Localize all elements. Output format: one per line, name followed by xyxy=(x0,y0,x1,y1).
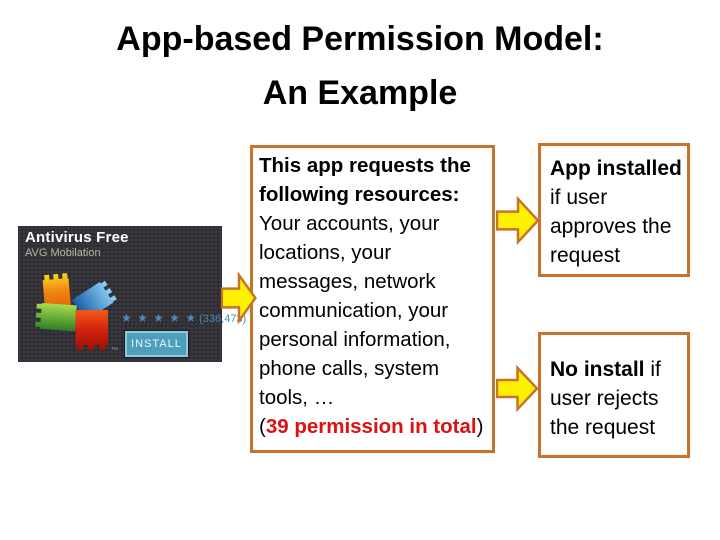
title-line-1: App-based Permission Model: xyxy=(116,20,604,58)
reject-bold: No install xyxy=(550,358,645,381)
text-line: locations, your xyxy=(259,241,392,264)
rating-count: (336,473) xyxy=(199,313,247,325)
approve-outcome-box: App installed if user approves the reque… xyxy=(538,143,690,277)
text-line: the request xyxy=(550,416,656,439)
text-line: No install if xyxy=(550,355,687,384)
app-store-screenshot: Antivirus Free AVG Mobilation xyxy=(18,226,246,362)
text-line: tools, … xyxy=(259,386,335,409)
paren-open: ( xyxy=(259,415,266,438)
star-rating-icon: ★ ★ ★ ★ ★ xyxy=(121,311,198,325)
trademark: ™ xyxy=(111,347,118,354)
paren-close: ) xyxy=(476,415,484,438)
right-arrow-icon xyxy=(221,272,257,324)
text-line: user rejects xyxy=(550,387,659,410)
text-line: request xyxy=(550,244,621,267)
permission-total-line: (39 permission in total) xyxy=(259,412,492,441)
text-line: personal information, xyxy=(259,328,451,351)
text-line: communication, your xyxy=(259,299,449,322)
text-line: phone calls, system xyxy=(259,357,440,380)
reject-outcome-box: No install if user rejects the request xyxy=(538,332,690,458)
text-line: This app requests the xyxy=(259,154,471,177)
text-line: following resources: xyxy=(259,183,460,206)
text-line: approves the xyxy=(550,215,672,238)
permission-total-highlight: 39 permission in total xyxy=(265,415,477,438)
install-button[interactable]: INSTALL xyxy=(125,331,188,357)
right-arrow-icon xyxy=(496,196,540,245)
text-line: messages, network xyxy=(259,270,436,293)
right-arrow-icon xyxy=(496,365,539,412)
text-line: Your accounts, your xyxy=(259,212,440,235)
text-line: if user xyxy=(550,186,608,209)
text-line: App installed xyxy=(550,157,682,180)
permission-request-box: This app requests the following resource… xyxy=(250,145,495,453)
app-developer: AVG Mobilation xyxy=(25,247,101,259)
avg-antivirus-logo-icon xyxy=(35,273,118,350)
app-rating: ★ ★ ★ ★ ★(336,473) xyxy=(121,311,246,325)
title-line-2: An Example xyxy=(262,74,458,112)
app-name: Antivirus Free xyxy=(25,229,129,246)
reject-bold-suffix: if xyxy=(644,358,661,381)
page-title: App-based Permission Model: An Example xyxy=(0,12,720,120)
